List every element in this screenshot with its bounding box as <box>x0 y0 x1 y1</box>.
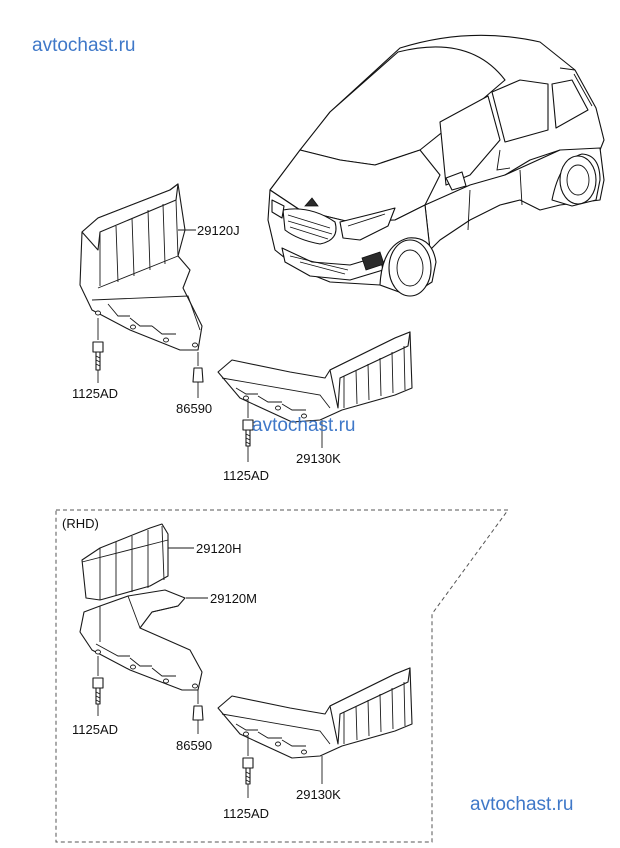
label-29130K: 29130K <box>296 451 341 466</box>
clip-86590 <box>192 352 204 398</box>
label-29120J: 29120J <box>197 223 240 238</box>
watermark-bottom-right[interactable]: avtochast.ru <box>470 794 574 815</box>
watermark-middle[interactable]: avtochast.ru <box>252 415 356 436</box>
part-29120H <box>81 523 169 601</box>
rhd-dashed-box <box>55 509 509 843</box>
bolt-1125AD-left <box>92 318 104 383</box>
label-29120H: 29120H <box>196 541 242 556</box>
rhd-label-29130K: 29130K <box>296 787 341 802</box>
car-illustration <box>267 34 605 297</box>
part-29120M <box>79 589 203 691</box>
rhd-bolt-1125AD-right <box>242 736 254 798</box>
part-29120J <box>79 183 203 351</box>
rhd-label-1125AD-left: 1125AD <box>72 722 118 737</box>
rhd-part-29130K <box>217 667 413 759</box>
bolt-1125AD-right <box>242 400 254 462</box>
watermark-top-left[interactable]: avtochast.ru <box>32 35 136 56</box>
label-1125AD-left: 1125AD <box>72 386 118 401</box>
rhd-label-1125AD-right: 1125AD <box>223 806 269 821</box>
rhd-label-86590: 86590 <box>176 738 212 753</box>
rhd-clip-86590 <box>192 690 204 734</box>
rhd-title: (RHD) <box>62 516 99 531</box>
label-29120M: 29120M <box>210 591 257 606</box>
rhd-bolt-1125AD-left <box>92 656 104 716</box>
label-86590: 86590 <box>176 401 212 416</box>
label-1125AD-right: 1125AD <box>223 468 269 483</box>
part-29130K <box>217 331 413 423</box>
